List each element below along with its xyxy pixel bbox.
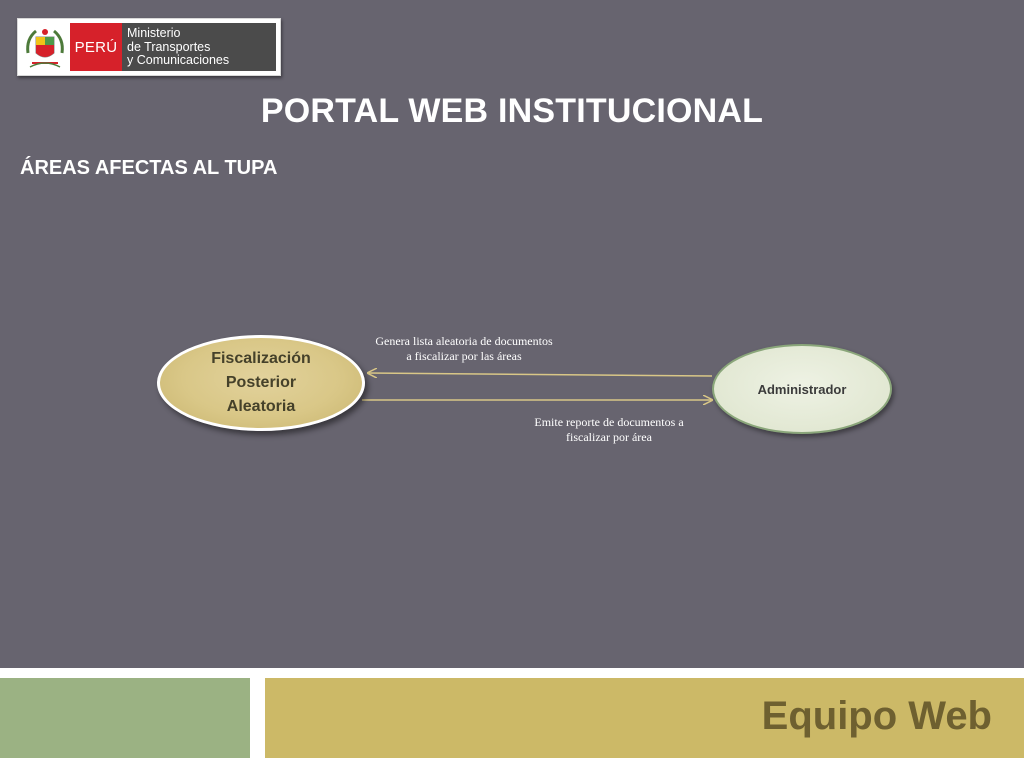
- node-fiscalizacion: Fiscalización Posterior Aleatoria: [157, 335, 365, 431]
- footer-team-name: Equipo Web: [761, 694, 992, 738]
- ministry-line-2: de Transportes: [127, 39, 211, 54]
- node-administrador-label: Administrador: [757, 381, 847, 397]
- ministry-name: Ministerio de Transportes y Comunicacion…: [122, 23, 276, 71]
- edge-label-genera-line-2: a fiscalizar por las áreas: [406, 349, 522, 363]
- footer-gold-block: [265, 678, 1024, 758]
- footer-green-block: [0, 678, 250, 758]
- section-subtitle: ÁREAS AFECTAS AL TUPA: [20, 157, 278, 179]
- edge-label-genera-line-1: Genera lista aleatoria de documentos: [375, 334, 553, 348]
- page-title: PORTAL WEB INSTITUCIONAL: [260, 92, 764, 130]
- edge-label-emite-line-1: Emite reporte de documentos a: [534, 415, 684, 429]
- diagram-arrows: [362, 0, 1024, 668]
- edge-label-genera: Genera lista aleatoria de documentos a f…: [360, 334, 568, 364]
- ministry-line-3: y Comunicaciones: [127, 53, 230, 67]
- country-label: PERÚ: [70, 23, 122, 71]
- coat-of-arms-icon: [26, 29, 64, 68]
- edge-label-emite: Emite reporte de documentos a fiscalizar…: [508, 415, 710, 445]
- node-fiscalizacion-label: Fiscalización Posterior Aleatoria: [211, 350, 311, 415]
- ministry-line-1: Ministerio: [127, 26, 181, 40]
- node-administrador: Administrador: [712, 344, 892, 434]
- edge-label-emite-line-2: fiscalizar por área: [566, 430, 652, 444]
- arrow-to-fiscalizacion: [368, 373, 713, 376]
- ministry-logo: PERÚ Ministerio de Transportes y Comunic…: [17, 18, 281, 76]
- slide-background: [0, 0, 1024, 668]
